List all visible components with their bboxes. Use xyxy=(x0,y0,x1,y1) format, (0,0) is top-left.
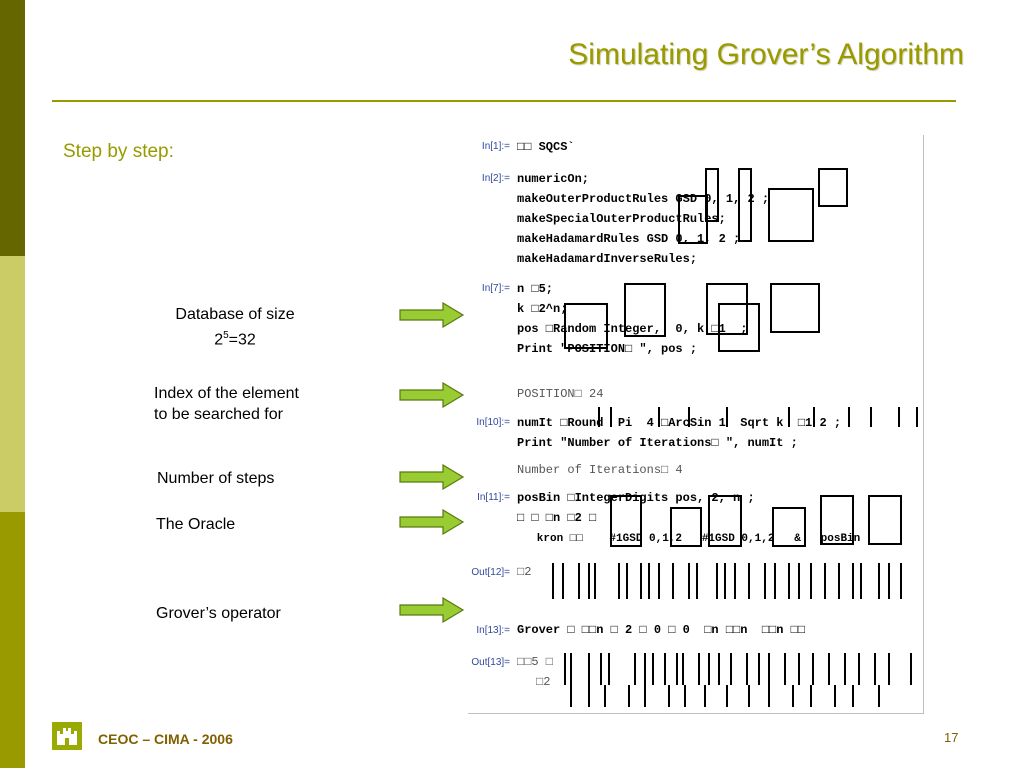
glyph-box xyxy=(820,495,854,545)
glyph-box xyxy=(768,188,814,242)
notebook-line: posBin □IntegerDigits pos, 2, n ; xyxy=(517,491,755,505)
glyph-box xyxy=(610,495,642,547)
number-of-steps-label: Number of steps xyxy=(157,470,275,487)
footer-text: CEOC – CIMA - 2006 xyxy=(98,731,233,747)
mathematica-notebook: In[1]:= □□ SQCS` In[2]:= numericOn; make… xyxy=(468,135,924,714)
database-size-exponent: 5 xyxy=(223,330,229,341)
right-arrow-icon xyxy=(399,509,465,535)
notebook-line: k □2^n; xyxy=(517,302,568,316)
oracle-output: □2 xyxy=(517,565,532,579)
glyph-strokes xyxy=(548,407,918,427)
right-arrow-icon xyxy=(399,597,465,623)
iterations-output: Number of Iterations□ 4 xyxy=(517,463,683,477)
notebook-line: numericOn; xyxy=(517,172,590,186)
right-arrow-icon xyxy=(399,382,465,408)
notebook-line: n □5; xyxy=(517,282,554,296)
side-band-top xyxy=(0,0,25,256)
notebook-line: makeSpecialOuterProductRules; xyxy=(517,212,726,226)
grover-output: □□5 □ xyxy=(517,655,554,669)
glyph-box xyxy=(706,283,748,335)
title-divider xyxy=(52,100,956,102)
glyph-box xyxy=(738,168,752,242)
page-number: 17 xyxy=(944,730,959,745)
position-output: POSITION□ 24 xyxy=(517,387,604,401)
glyph-box xyxy=(564,303,608,349)
oracle-label: The Oracle xyxy=(156,516,236,533)
glyph-box xyxy=(718,303,760,352)
in11-label: In[11]:= xyxy=(477,492,510,503)
notebook-line: Grover □ □□n □ 2 □ 0 □ 0 □n □□n □□n □□ xyxy=(517,623,806,637)
notebook-line: □□ SQCS` xyxy=(517,140,575,154)
glyph-box xyxy=(670,507,702,547)
index-label-line1: Index of the element xyxy=(154,385,299,402)
in2-label: In[2]:= xyxy=(481,173,510,184)
notebook-line: makeHadamardInverseRules; xyxy=(517,252,698,266)
notebook-line: numIt □Round Pi 4 □ArcSin 1 Sqrt k □1 2 … xyxy=(517,416,842,430)
side-band-bottom xyxy=(0,512,25,768)
step-by-step-heading: Step by step: xyxy=(63,141,174,162)
side-band-middle xyxy=(0,256,25,512)
glyph-box xyxy=(770,283,820,333)
database-size-value: =32 xyxy=(228,331,256,349)
glyph-strokes xyxy=(548,653,918,685)
glyph-box xyxy=(678,195,708,244)
database-size-label: Database of size 25=32 xyxy=(150,304,320,350)
out12-label: Out[12]= xyxy=(471,567,510,578)
glyph-box xyxy=(708,495,742,547)
castle-icon xyxy=(52,722,82,750)
notebook-line: Print "POSITION□ ", pos ; xyxy=(517,342,698,356)
database-size-text: Database of size xyxy=(175,306,295,323)
slide-title: Simulating Grover’s Algorithm xyxy=(568,38,964,71)
in13-label: In[13]:= xyxy=(476,625,510,636)
notebook-line: □ □ □n □2 □ xyxy=(517,511,597,525)
out13-label: Out[13]= xyxy=(471,657,510,668)
glyph-box xyxy=(818,168,848,207)
notebook-line: kron □□ #1GSD 0,1,2 #1GSD 0,1,2 & posBin xyxy=(517,533,861,545)
right-arrow-icon xyxy=(399,302,465,328)
notebook-line: makeOuterProductRules GSD 0, 1, 2 ; xyxy=(517,192,770,206)
notebook-line: pos □Random Integer, 0, k □1 ; xyxy=(517,322,748,336)
index-label: Index of the element to be searched for xyxy=(154,383,364,425)
in1-label: In[1]:= xyxy=(481,141,510,152)
glyph-box xyxy=(624,283,666,337)
glyph-box xyxy=(868,495,902,545)
grover-output: □2 xyxy=(536,675,551,689)
in7-label: In[7]:= xyxy=(481,283,510,294)
index-label-line2: to be searched for xyxy=(154,406,283,423)
glyph-strokes xyxy=(548,685,918,707)
glyph-strokes xyxy=(548,563,918,599)
database-size-base: 2 xyxy=(214,331,224,349)
glyph-box xyxy=(772,507,806,547)
in10-label: In[10]:= xyxy=(476,417,510,428)
right-arrow-icon xyxy=(399,464,465,490)
grover-operator-label: Grover’s operator xyxy=(156,605,281,622)
notebook-line: Print "Number of Iterations□ ", numIt ; xyxy=(517,436,798,450)
